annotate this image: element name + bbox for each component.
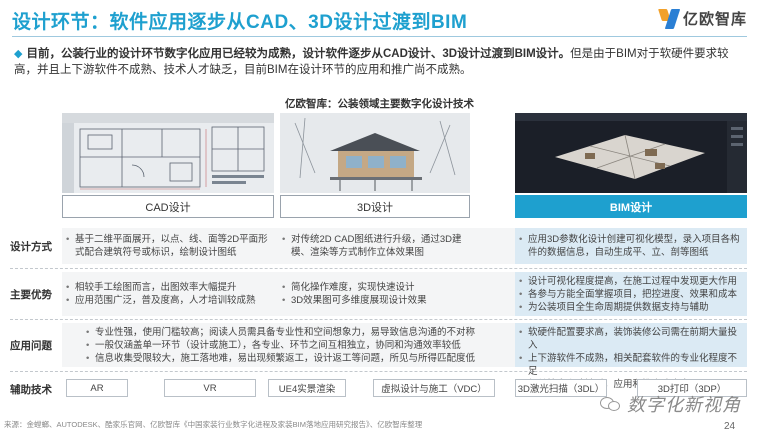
wechat-icon <box>600 395 622 413</box>
list-item: 设计可视化程度提高，在施工过程中发现更大作用 <box>519 275 745 288</box>
list-item: 软硬件配置要求高，装饰装修公司需在前期大量投入 <box>519 326 745 352</box>
watermark-text: 数字化新视角 <box>627 395 741 415</box>
list-item: 应用3D参数化设计创建可视化模型，录入项目各构件的数据信息，自动生成平、立、剖等… <box>519 233 745 259</box>
cell-shared-problems: 专业性强，使用门槛较高；阅读人员需具备专业性和空间想象力，易导致信息沟通的不对称… <box>86 326 506 365</box>
cell-cad-advantages: 相较手工绘图而言，出图效率大幅提升 应用范围广泛，普及度高，人才培训较成熟 <box>66 281 271 307</box>
cell-3d-design-method: 对传统2D CAD图纸进行升级，通过3D建模、渲染等方式制作立体效果图 <box>282 233 472 259</box>
cell-bim-advantages: 设计可视化程度提高，在施工过程中发现更大作用 各参与方能全面掌握项目，把控进度、… <box>519 275 745 314</box>
list-item: 上下游软件不成熟，相关配套软件的专业化程度不足 <box>519 352 745 378</box>
tech-tag-3dl: 3D激光扫描（3DL） <box>515 379 607 397</box>
tech-tag-vdc: 虚拟设计与施工（VDC） <box>373 379 495 397</box>
page-title: 设计环节：软件应用逐步从CAD、3D设计过渡到BIM <box>12 12 468 33</box>
bim-model-image <box>515 113 747 193</box>
cell-3d-advantages: 简化操作难度，实现快速设计 3D效果图可多维度展现设计效果 <box>282 281 472 307</box>
list-item: 相较手工绘图而言，出图效率大幅提升 <box>66 281 271 294</box>
row-divider <box>10 371 747 372</box>
list-item: 简化操作难度，实现快速设计 <box>282 281 472 294</box>
tech-tag-ue4: UE4实景渲染 <box>268 379 346 397</box>
row-label-support-tech: 辅助技术 <box>10 384 52 396</box>
logo-icon <box>658 8 681 29</box>
cad-drawing-image <box>62 113 274 193</box>
3d-render-image <box>280 113 470 193</box>
list-item: 应用范围广泛，普及度高，人才培训较成熟 <box>66 294 271 307</box>
list-item: 对传统2D CAD图纸进行升级，通过3D建模、渲染等方式制作立体效果图 <box>282 233 472 259</box>
tech-tag-vr: VR <box>164 379 256 397</box>
row-label-advantages: 主要优势 <box>10 289 52 301</box>
column-header-3d: 3D设计 <box>280 195 470 218</box>
title-divider <box>12 36 747 37</box>
row-divider <box>10 319 747 320</box>
brand-logo: 亿欧智库 <box>658 8 748 29</box>
logo-text: 亿欧智库 <box>683 11 748 28</box>
source-note: 来源：金螳螂、AUTODESK、酷家乐官网、亿欧智库《中国家装行业数字化进程及家… <box>4 420 423 429</box>
figure-title: 亿欧智库：公装领域主要数字化设计技术 <box>285 98 474 110</box>
diamond-bullet-icon: ◆ <box>14 48 23 60</box>
column-header-cad: CAD设计 <box>62 195 274 218</box>
list-item: 为公装项目全生命周期提供数据支持与辅助 <box>519 301 745 314</box>
list-item: 各参与方能全面掌握项目，把控进度、效果和成本 <box>519 288 745 301</box>
tech-tag-ar: AR <box>66 379 128 397</box>
list-item: 一般仅涵盖单一环节（设计或施工），各专业、环节之间互相独立，协同和沟通效率较低 <box>86 339 506 352</box>
cell-cad-design-method: 基于二维平面展开，以点、线、面等2D平面形式配合建筑符号或标识，绘制设计图纸 <box>66 233 271 259</box>
lead-bold-text: 目前，公装行业的设计环节数字化应用已经较为成熟，设计软件逐步从CAD设计、3D设… <box>26 48 571 60</box>
watermark: 数字化新视角 <box>600 391 741 417</box>
column-header-bim: BIM设计 <box>515 195 747 218</box>
list-item: 基于二维平面展开，以点、线、面等2D平面形式配合建筑符号或标识，绘制设计图纸 <box>66 233 271 259</box>
cell-bim-design-method: 应用3D参数化设计创建可视化模型，录入项目各构件的数据信息，自动生成平、立、剖等… <box>519 233 745 259</box>
lead-paragraph: ◆目前，公装行业的设计环节数字化应用已经较为成熟，设计软件逐步从CAD设计、3D… <box>14 46 749 78</box>
row-divider <box>10 268 747 269</box>
tech-tag-3dp: 3D打印（3DP） <box>637 379 747 397</box>
page-number: 24 <box>724 421 736 432</box>
list-item: 信息收集受限较大，施工落地难，易出现频繁返工，设计返工等问题，所见与所得匹配度低 <box>86 352 506 365</box>
row-label-design-method: 设计方式 <box>10 241 52 253</box>
row-label-problems: 应用问题 <box>10 340 52 352</box>
list-item: 专业性强，使用门槛较高；阅读人员需具备专业性和空间想象力，易导致信息沟通的不对称 <box>86 326 506 339</box>
lead-text: 但是由于BIM对于软硬件要求较高，并且上下游软件不成熟、技术人才缺乏，目前BIM… <box>14 48 729 76</box>
list-item: 3D效果图可多维度展现设计效果 <box>282 294 472 307</box>
